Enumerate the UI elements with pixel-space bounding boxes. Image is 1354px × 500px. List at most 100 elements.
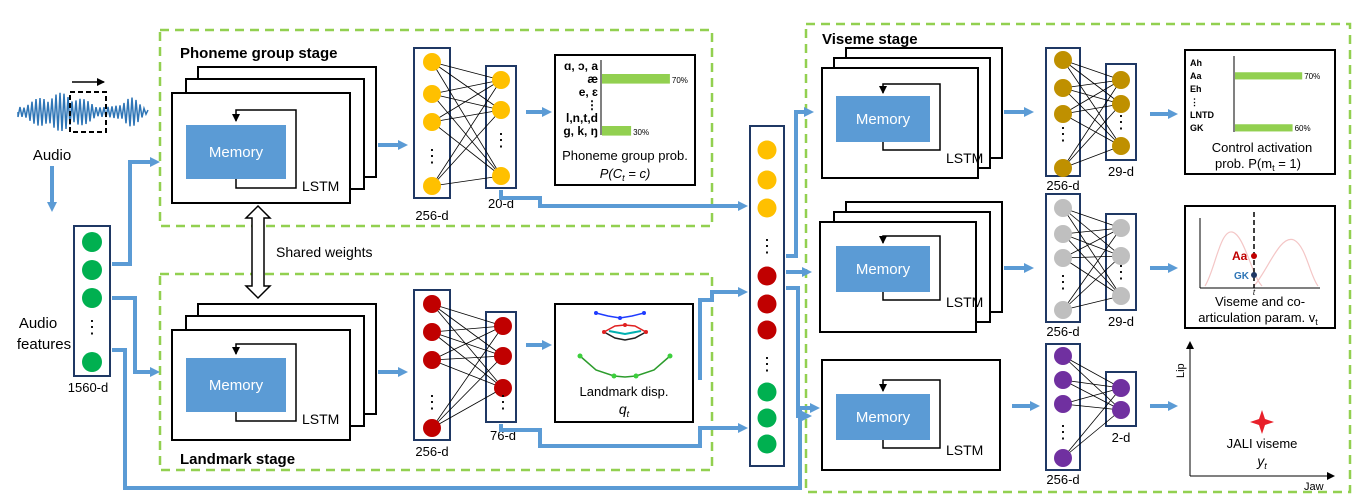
network-connection <box>1062 379 1122 389</box>
viseme-lstm-2: Memory LSTM <box>819 201 1003 333</box>
concat-node <box>757 320 777 340</box>
network-connection <box>1062 59 1122 147</box>
neuron-node <box>1054 301 1072 319</box>
landmark-lstm: Memory LSTM <box>171 303 377 441</box>
audio-features-label-2: features <box>17 336 71 353</box>
network-connection <box>1062 59 1122 105</box>
neuron-node <box>492 71 510 89</box>
network-connection <box>431 79 502 95</box>
bar-value-label: 60% <box>1295 124 1311 133</box>
phoneme-caption-1: Phoneme group prob. <box>562 148 688 163</box>
landmark-hidden-dim: 256-d <box>415 444 448 459</box>
neuron-node <box>1054 159 1072 177</box>
network-connection <box>1062 79 1122 115</box>
network-connection <box>1062 255 1122 259</box>
landmark-output-column <box>485 311 517 423</box>
neuron-node <box>423 323 441 341</box>
network-connection <box>1062 387 1122 459</box>
ellipsis-dots: ⋮ <box>492 130 510 150</box>
network-connection <box>431 93 502 111</box>
network-connection <box>1062 387 1122 405</box>
neuron-node <box>1112 287 1130 305</box>
gk-marker-label: GK <box>1234 271 1250 282</box>
landmark-memory-label: Memory <box>209 377 264 394</box>
landmark-to-concat-arrow <box>499 423 748 448</box>
network-connection <box>431 387 504 429</box>
network-connection <box>431 325 504 429</box>
network-connection <box>1062 207 1122 297</box>
viseme3-output-column <box>1105 371 1137 427</box>
concat-node <box>757 408 777 428</box>
network-connection <box>1062 227 1122 259</box>
neuron-node <box>1112 219 1130 237</box>
viseme1-memory-box <box>836 96 930 142</box>
viseme-lstm-3: Memory LSTM <box>821 359 1001 471</box>
features-to-landmark-arrow <box>112 296 160 377</box>
bar-value-label: 30% <box>633 128 649 137</box>
ellipsis-dots: ⋮ <box>1054 422 1072 442</box>
concat-dots-1: ⋮ <box>758 236 776 256</box>
features-column <box>73 225 111 377</box>
features-dots: ⋮ <box>83 317 101 337</box>
prob-bar <box>1235 124 1293 132</box>
network-connection <box>1062 113 1122 147</box>
phoneme-stage-title: Phoneme group stage <box>180 45 338 62</box>
audio-window <box>69 91 107 133</box>
network-connection <box>1062 403 1122 411</box>
concat-node <box>757 140 777 160</box>
network-connection <box>431 325 504 361</box>
row-label: Ah <box>1190 58 1202 68</box>
network-connection <box>431 331 504 357</box>
network-connection <box>431 303 504 327</box>
feature-node <box>82 232 102 252</box>
network-connection <box>431 355 504 361</box>
network-connection <box>431 359 504 389</box>
viseme-param-panel: Aa GK t Viseme and co- articulation para… <box>1184 205 1336 329</box>
network-connection <box>431 61 502 177</box>
landmark-caption-2: qt <box>619 401 630 419</box>
row-label: GK <box>1190 123 1204 133</box>
ellipsis-dots: ⋮ <box>1054 272 1072 292</box>
viseme-lstm-1: Memory LSTM <box>821 47 1003 179</box>
neuron-node <box>492 167 510 185</box>
neuron-node <box>1112 401 1130 419</box>
viseme-stage-title: Viseme stage <box>822 31 918 48</box>
aa-marker-label: Aa <box>1232 249 1248 263</box>
neuron-node <box>1054 395 1072 413</box>
viseme1-recurrent-loop <box>879 83 941 151</box>
network-connection <box>1062 355 1122 411</box>
network-connection <box>1062 59 1122 81</box>
neuron-node <box>423 351 441 369</box>
neuron-node <box>423 53 441 71</box>
landmark-recurrent-loop <box>232 343 297 422</box>
network-connection <box>431 355 504 429</box>
neuron-node <box>494 317 512 335</box>
landmark-disp-panel: Landmark disp. qt <box>554 303 694 423</box>
landmark-caption-1: Landmark disp. <box>580 384 669 399</box>
jaw-axis-label: Jaw <box>1304 481 1324 493</box>
network-connection <box>1062 87 1122 147</box>
neuron-node <box>494 379 512 397</box>
lip-axis-label: Lip <box>1175 363 1187 378</box>
network-connection <box>1062 103 1122 115</box>
neuron-node <box>1054 225 1072 243</box>
network-connection <box>431 79 502 123</box>
row-label: LNTD <box>1190 110 1214 120</box>
ellipsis-dots: ⋮ <box>1112 112 1130 132</box>
bar-value-label: 70% <box>1304 72 1320 81</box>
network-connection <box>431 93 502 177</box>
ellipsis-dots: ⋮ <box>423 392 441 412</box>
neuron-node <box>1112 95 1130 113</box>
phoneme-memory-label: Memory <box>209 144 264 161</box>
neuron-node <box>1054 449 1072 467</box>
phoneme-hidden-dim: 256-d <box>415 208 448 223</box>
landmark-stage-border <box>158 272 714 472</box>
network-connection <box>1062 409 1122 459</box>
viseme3-memory-box <box>836 394 930 440</box>
network-connection <box>431 79 502 187</box>
audio-label: Audio <box>33 147 71 164</box>
audio-waveform <box>17 78 149 133</box>
features-dim-label: 1560-d <box>68 380 108 395</box>
phoneme-memory-box <box>186 125 286 179</box>
